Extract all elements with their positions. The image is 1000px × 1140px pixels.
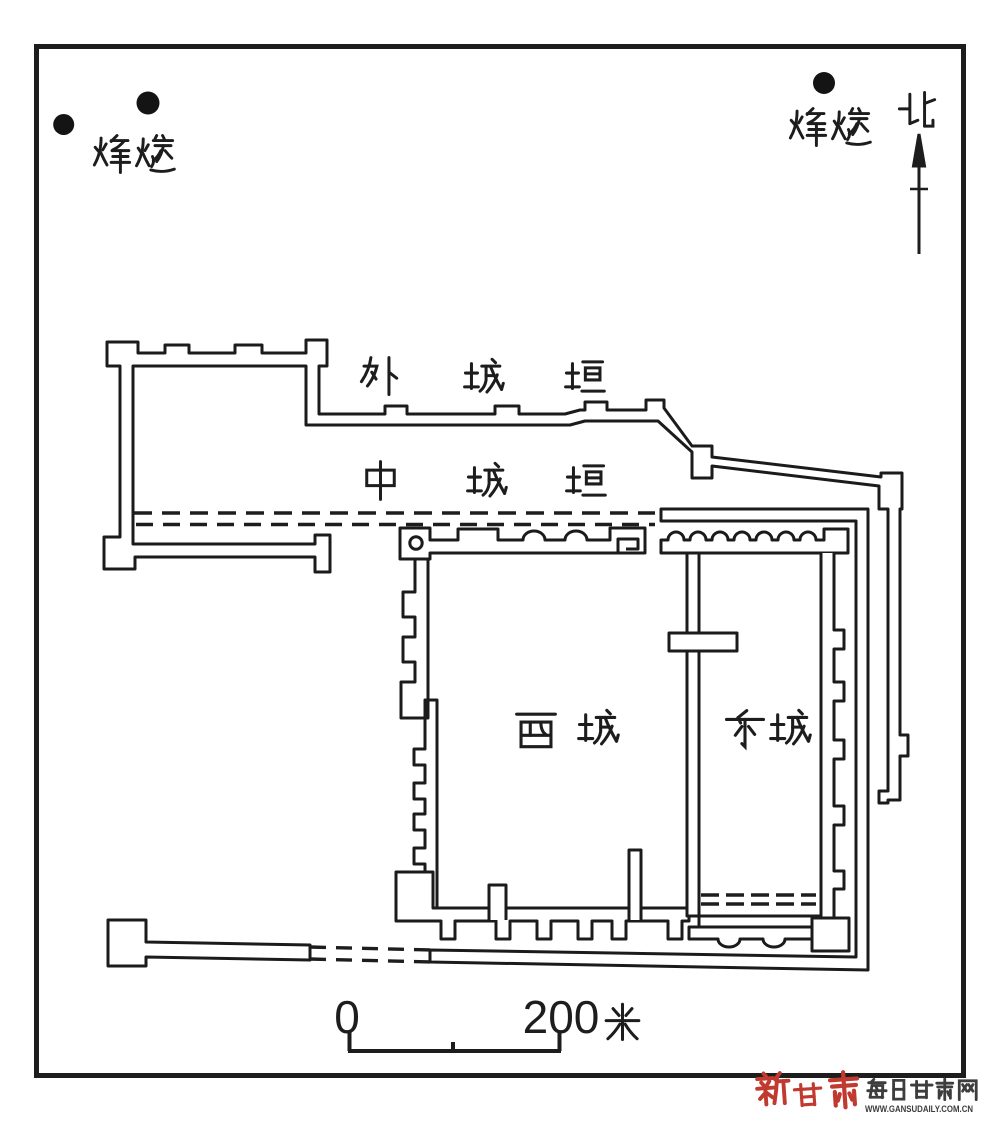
svg-text:WWW.GANSUDAILY.COM.CN: WWW.GANSUDAILY.COM.CN (865, 1104, 973, 1115)
svg-text:200: 200 (523, 991, 600, 1043)
svg-text:0: 0 (334, 991, 360, 1043)
